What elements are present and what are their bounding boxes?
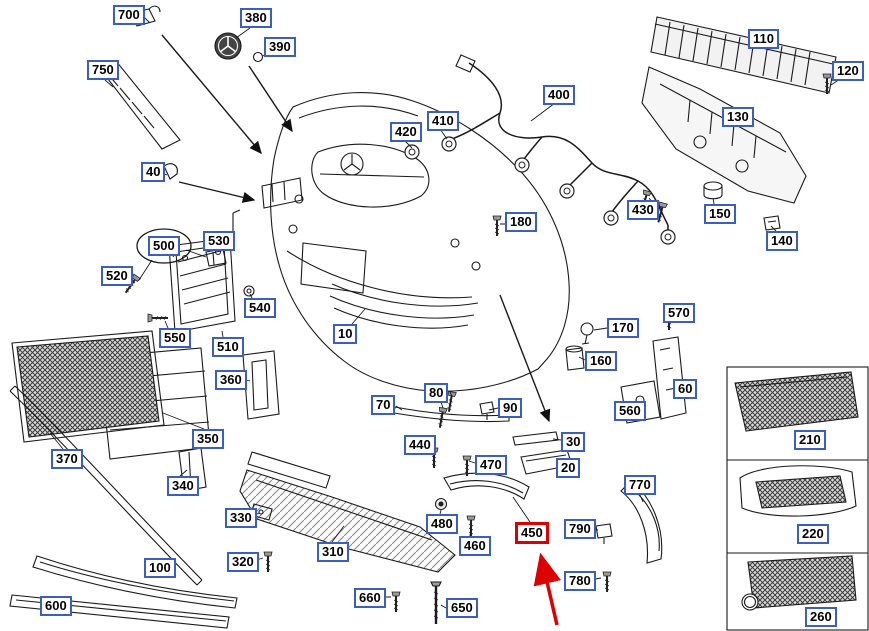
part-callout-790[interactable]: 790 [564,519,596,539]
grille-210-drawing [734,371,859,432]
trim-strip-370-drawing [9,385,203,586]
license-plate-bracket-drawing [168,209,255,333]
part-callout-570[interactable]: 570 [663,303,695,323]
part-callout-220[interactable]: 220 [797,524,829,544]
part-callout-120[interactable]: 120 [832,61,864,81]
bumper-cover-drawing [261,92,570,392]
part-callout-340[interactable]: 340 [167,476,199,496]
part-callout-360[interactable]: 360 [215,370,247,390]
part-callout-130[interactable]: 130 [722,107,754,127]
part-callout-650[interactable]: 650 [446,598,478,618]
holder-160-drawing [565,345,585,371]
part-callout-210[interactable]: 210 [794,430,826,450]
lower-shield-drawing [239,451,456,573]
part-callout-350[interactable]: 350 [192,429,224,449]
part-callout-780[interactable]: 780 [564,571,596,591]
part-callout-450[interactable]: 450 [515,522,549,544]
part-callout-320[interactable]: 320 [227,552,259,572]
part-callout-60[interactable]: 60 [673,379,698,399]
part-callout-30[interactable]: 30 [561,432,586,452]
part-callout-400[interactable]: 400 [543,85,575,105]
part-callout-260[interactable]: 260 [805,607,837,627]
part-callout-370[interactable]: 370 [51,449,83,469]
part-callout-440[interactable]: 440 [404,435,436,455]
part-callout-600[interactable]: 600 [40,596,72,616]
part-callout-410[interactable]: 410 [427,111,459,131]
part-callout-170[interactable]: 170 [607,318,639,338]
part-callout-550[interactable]: 550 [159,328,191,348]
impact-absorber-drawing [641,66,807,204]
clip-40-drawing [163,163,178,180]
clip-90-drawing [479,401,495,420]
part-callout-90[interactable]: 90 [498,398,523,418]
part-callout-510[interactable]: 510 [212,337,244,357]
part-callout-10[interactable]: 10 [333,324,358,344]
part-callout-770[interactable]: 770 [624,475,656,495]
trim-strip-30-drawing [512,431,559,446]
fasteners-drawing [121,73,832,624]
part-callout-480[interactable]: 480 [426,514,458,534]
trim-strip-450-drawing [443,472,530,500]
part-callout-430[interactable]: 430 [627,200,659,220]
part-callout-420[interactable]: 420 [390,122,422,142]
callout-circle-500 [136,228,192,264]
star-emblem-drawing [214,32,264,63]
wiring-harness-drawing [451,54,669,231]
part-callout-540[interactable]: 540 [244,298,276,318]
bulb-170-drawing [580,322,594,345]
part-callout-520[interactable]: 520 [101,266,133,286]
part-callout-460[interactable]: 460 [459,536,491,556]
trim-strip-100-drawing [32,555,238,609]
part-callout-390[interactable]: 390 [264,37,296,57]
part-callout-470[interactable]: 470 [475,455,507,475]
part-callout-530[interactable]: 530 [203,231,235,251]
clip-140-drawing [763,215,781,231]
trim-strip-750-drawing [97,60,181,150]
bracket-60-drawing [652,336,687,420]
part-callout-310[interactable]: 310 [317,542,349,562]
cap-150-drawing [703,181,723,200]
clip-790-drawing [595,523,613,544]
part-callout-150[interactable]: 150 [704,204,736,224]
red-pointer-arrow [533,552,561,626]
part-callout-100[interactable]: 100 [144,558,176,578]
part-callout-40[interactable]: 40 [141,162,166,182]
part-callout-70[interactable]: 70 [371,395,396,415]
part-callout-500[interactable]: 500 [148,236,180,256]
bracket-360-drawing [242,350,280,420]
part-callout-660[interactable]: 660 [354,588,386,608]
part-callout-560[interactable]: 560 [614,401,646,421]
grille-260-drawing [741,555,857,611]
part-callout-80[interactable]: 80 [424,383,449,403]
pointer-arrows [161,34,551,423]
part-callout-700[interactable]: 700 [113,5,145,25]
part-callout-20[interactable]: 20 [556,458,581,478]
part-callout-330[interactable]: 330 [225,508,257,528]
parktronic-sensors-drawing [404,136,676,245]
part-callout-750[interactable]: 750 [87,60,119,80]
part-callout-380[interactable]: 380 [240,8,272,28]
part-callout-140[interactable]: 140 [766,231,798,251]
left-mesh-grille-drawing [11,330,211,460]
trim-strip-70-drawing [393,406,510,423]
fog-trim-220-drawing [739,465,857,517]
part-callout-110[interactable]: 110 [748,29,779,49]
part-callout-160[interactable]: 160 [585,351,617,371]
part-callout-180[interactable]: 180 [505,212,537,232]
